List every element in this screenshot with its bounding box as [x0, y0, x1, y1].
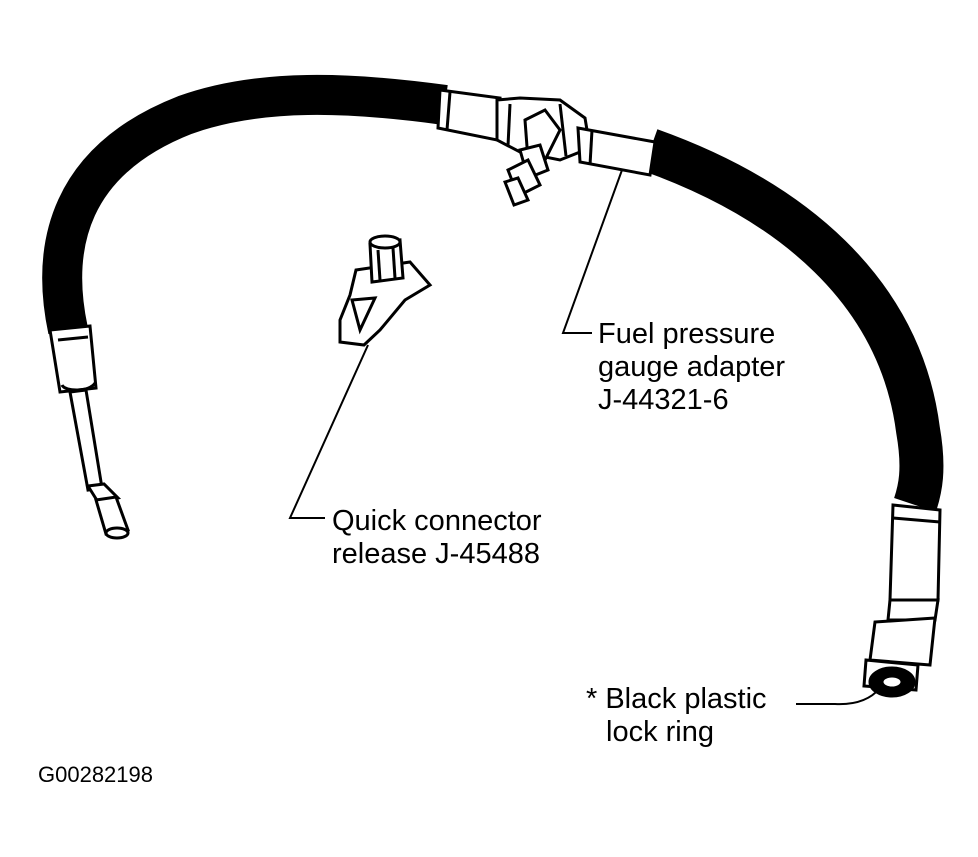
leader-lock-ring — [796, 687, 881, 706]
quick-connector-release-tool — [338, 234, 433, 347]
label-line: Quick connector — [332, 505, 542, 537]
hose-ferrule-upper-right — [576, 126, 657, 177]
leader-fuel-adapter — [561, 169, 623, 334]
label-line: Fuel pressure — [598, 318, 776, 350]
hose-right-end-fitting — [862, 503, 942, 698]
label-black-plastic-lock-ring: * Black plastic lock ring — [586, 683, 767, 749]
label-line: release J-45488 — [332, 538, 540, 570]
leader-lines — [288, 169, 881, 706]
label-line: J-44321-6 — [598, 384, 729, 416]
label-line: * Black plastic — [586, 683, 767, 715]
label-line: gauge adapter — [598, 351, 786, 383]
label-line: lock ring — [606, 716, 714, 748]
tee-fitting — [495, 96, 592, 207]
label-fuel-pressure-gauge-adapter: Fuel pressure gauge adapter J-44321-6 — [598, 318, 785, 417]
label-quick-connector-release: Quick connector release J-45488 — [332, 505, 542, 571]
leader-quick-connector — [288, 344, 369, 519]
fuel-hose — [42, 74, 944, 512]
hose-left-end-fitting — [48, 324, 131, 540]
hose-ferrule-upper-left — [436, 88, 502, 142]
figure-id: G00282198 — [38, 762, 153, 787]
